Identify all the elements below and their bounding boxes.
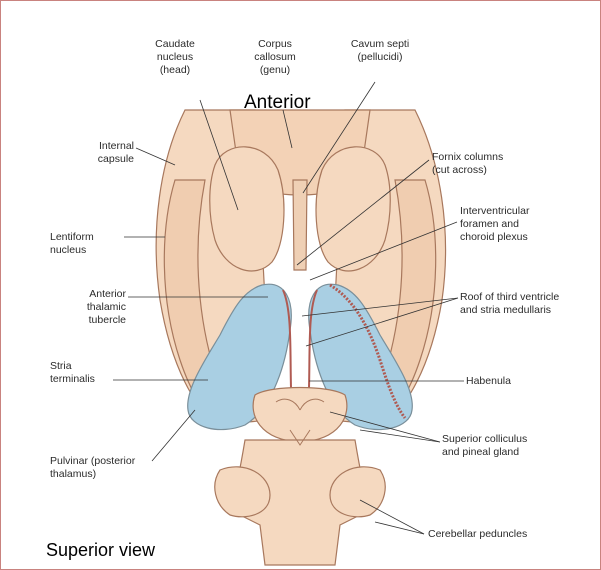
label-superior-colliculus: Superior colliculus and pineal gland xyxy=(442,433,577,459)
pineal-colliculi xyxy=(253,388,347,443)
label-habenula: Habenula xyxy=(466,375,556,388)
label-cavum-septi: Cavum septi (pellucidi) xyxy=(340,38,420,64)
label-fornix-columns: Fornix columns (cut across) xyxy=(432,151,562,177)
label-cerebellar-peduncles: Cerebellar peduncles xyxy=(428,528,558,541)
label-internal-capsule: Internal capsule xyxy=(60,140,134,166)
septum xyxy=(293,180,307,270)
label-stria-terminalis: Stria terminalis xyxy=(50,360,112,386)
caption-superior-view: Superior view xyxy=(46,540,155,561)
left-caudate xyxy=(210,147,284,271)
caption-anterior: Anterior xyxy=(244,92,311,114)
label-roof-third-ventricle: Roof of third ventricle and stria medull… xyxy=(460,291,595,317)
label-corpus-callosum: Corpus callosum (genu) xyxy=(240,38,310,77)
label-caudate-nucleus: Caudate nucleus (head) xyxy=(140,38,210,77)
label-pulvinar: Pulvinar (posterior thalamus) xyxy=(50,455,165,481)
label-interventricular-foramen: Interventricular foramen and choroid ple… xyxy=(460,205,580,244)
label-lentiform-nucleus: Lentiform nucleus xyxy=(50,231,122,257)
label-anterior-thalamic-tubercle: Anterior thalamic tubercle xyxy=(50,288,126,327)
